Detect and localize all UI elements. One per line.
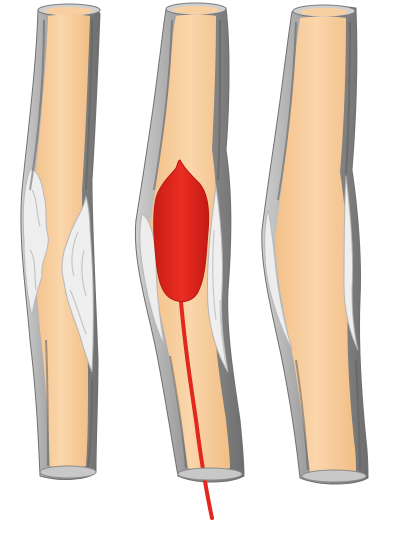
vessel-bottom-opening [40,466,96,478]
vessel-bottom-opening [302,470,366,482]
panel-widened-artery [262,5,368,484]
panel-balloon-inflation [135,3,244,518]
panel-narrowed-artery [21,4,100,479]
vessel-bottom-opening [178,468,242,480]
